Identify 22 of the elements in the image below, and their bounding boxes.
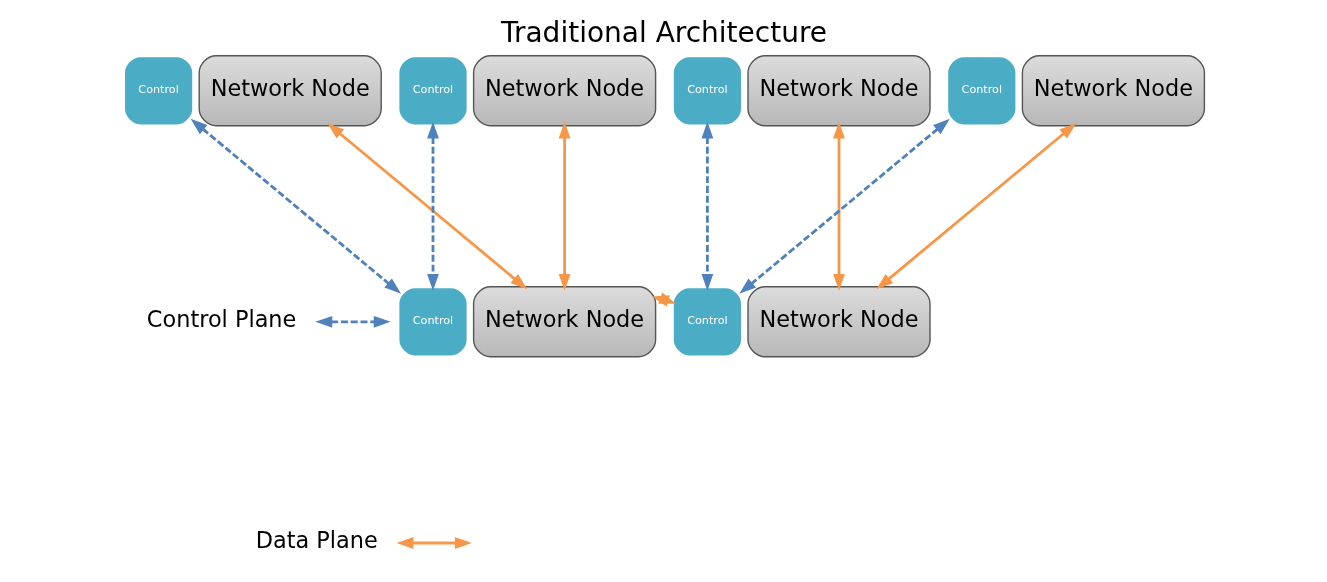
arrow bbox=[875, 123, 1076, 290]
node-box: Control bbox=[396, 285, 469, 359]
arrow bbox=[558, 121, 570, 291]
arrow bbox=[651, 292, 676, 307]
legend-label: Control Plane bbox=[146, 306, 296, 333]
node-box: Network Node bbox=[1021, 55, 1205, 127]
legend-label: Data Plane bbox=[255, 527, 378, 554]
node-box: Network Node bbox=[472, 286, 656, 358]
arrow bbox=[426, 121, 439, 291]
arrow bbox=[326, 123, 527, 290]
node-box: Network Node bbox=[746, 55, 931, 127]
arrow bbox=[832, 121, 845, 291]
node-box: Control bbox=[396, 54, 469, 128]
diagram-title: Traditional Architecture bbox=[500, 15, 827, 49]
node-box: Control bbox=[670, 54, 744, 128]
arrow bbox=[190, 118, 401, 294]
node-box: Control bbox=[670, 285, 744, 359]
arrow bbox=[701, 121, 713, 291]
node-box: Network Node bbox=[746, 286, 931, 358]
node-box: Network Node bbox=[198, 55, 382, 127]
node-box: Network Node bbox=[472, 55, 656, 127]
arrow bbox=[738, 118, 950, 294]
